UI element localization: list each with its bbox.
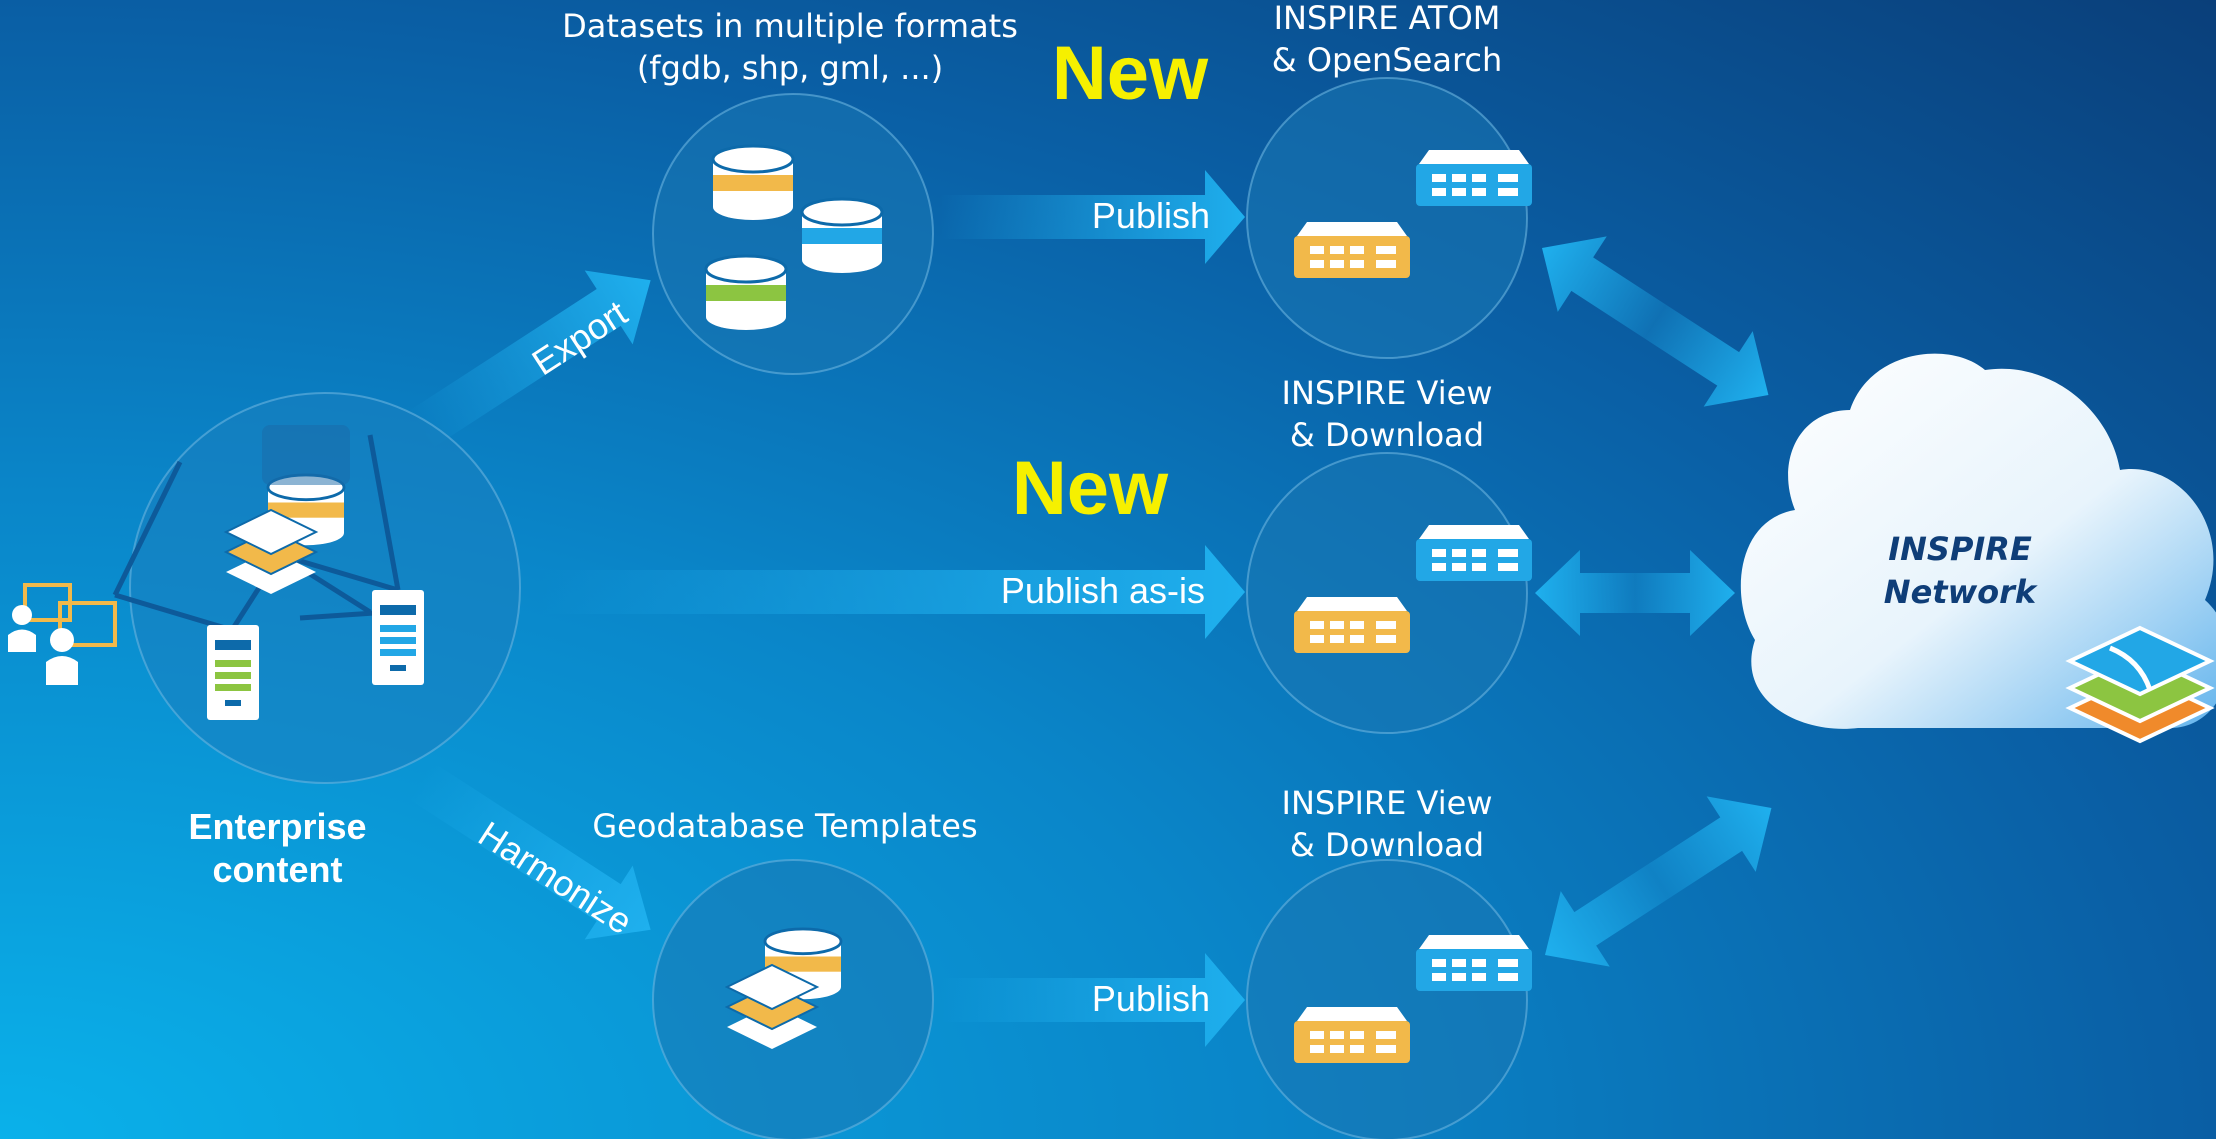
view-download-label-2: INSPIRE View & Download xyxy=(1237,783,1537,866)
server-tower-icon-2 xyxy=(372,590,424,685)
enterprise-label-line1: Enterprise xyxy=(188,806,367,847)
database-icon-green xyxy=(704,254,788,332)
database-shadow-enterprise xyxy=(262,425,350,485)
view-download-node-2 xyxy=(1246,859,1528,1139)
cloud-label-line1: INSPIRE xyxy=(1888,530,2032,568)
cloud-label-line2: Network xyxy=(1883,573,2037,612)
publish-top-label: Publish xyxy=(1091,195,1210,236)
templates-label: Geodatabase Templates xyxy=(592,807,978,845)
publish-top-arrow xyxy=(940,170,1245,264)
view-download-label-2-line1: INSPIRE View xyxy=(1281,784,1493,822)
harmonize-arrow xyxy=(408,761,651,940)
view-download-label-2-line2: & Download xyxy=(1289,825,1485,864)
atom-label: INSPIRE ATOM & OpenSearch xyxy=(1237,0,1537,81)
atom-label-line2: & OpenSearch xyxy=(1271,40,1503,79)
view-download-node-1 xyxy=(1246,452,1528,734)
inspire-cloud xyxy=(1740,353,2216,729)
users-icon xyxy=(8,583,117,685)
view-download-label-1-line2: & Download xyxy=(1289,415,1485,454)
map-layers-icon xyxy=(2065,625,2215,744)
publish-asis-arrow xyxy=(540,545,1245,639)
enterprise-label: Enterprise content xyxy=(165,805,390,891)
atom-node xyxy=(1246,77,1528,359)
new-badge-middle: New xyxy=(1011,446,1169,531)
new-badge-top: New xyxy=(1051,31,1209,116)
datasets-node xyxy=(652,93,934,375)
datasets-label-line2: (fgdb, shp, gml, ...) xyxy=(636,48,944,87)
datasets-label: Datasets in multiple formats (fgdb, shp,… xyxy=(555,6,1025,89)
publish-bottom-label: Publish xyxy=(1091,978,1210,1019)
database-icon-yellow xyxy=(711,144,795,222)
publish-asis-label: Publish as-is xyxy=(1000,570,1205,611)
server-tower-icon-1 xyxy=(207,625,259,720)
cloud-label: INSPIRE Network xyxy=(1860,528,2060,614)
datasets-label-line1: Datasets in multiple formats xyxy=(562,7,1018,45)
view-download-label-1-line1: INSPIRE View xyxy=(1281,374,1493,412)
double-arrow-top xyxy=(1542,236,1769,407)
export-arrow xyxy=(408,270,651,449)
double-arrow-middle xyxy=(1535,550,1735,636)
database-icon-blue xyxy=(800,197,884,275)
enterprise-label-line2: content xyxy=(212,849,343,891)
publish-bottom-arrow xyxy=(940,953,1245,1047)
double-arrow-bottom xyxy=(1545,796,1772,967)
atom-label-line1: INSPIRE ATOM xyxy=(1273,0,1501,37)
view-download-label-1: INSPIRE View & Download xyxy=(1237,373,1537,456)
